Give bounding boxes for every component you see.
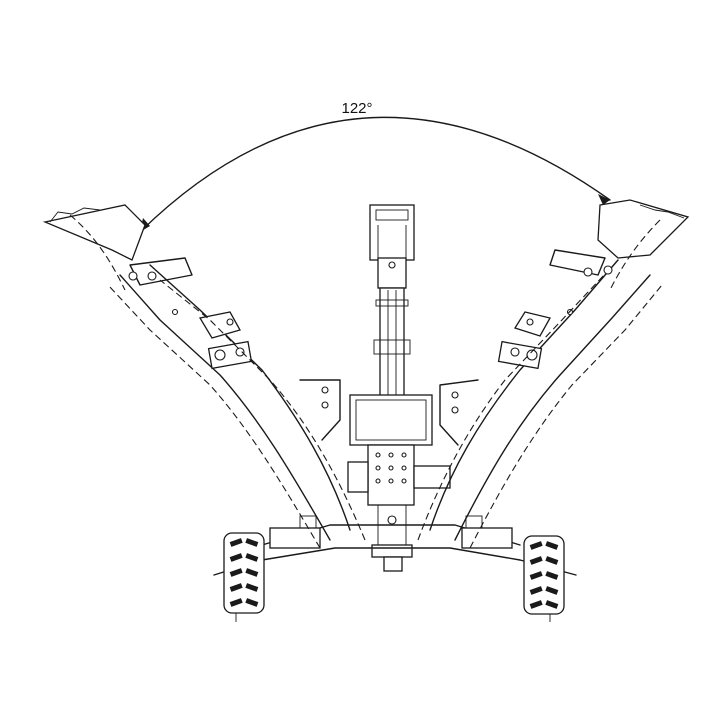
center-body (347, 394, 451, 572)
left-wheel (223, 532, 265, 614)
right-wheel (523, 535, 565, 615)
body-bolt-pattern (375, 452, 407, 484)
arc-arrow-right (598, 194, 610, 205)
swing-angle-label: 122° (341, 100, 373, 117)
right-boom-dashed (417, 219, 663, 549)
center-boom (369, 204, 415, 399)
right-boom-solid (429, 199, 690, 541)
left-boom-solid (42, 204, 351, 541)
left-boom-dashed (69, 214, 366, 549)
base-frame (213, 515, 577, 622)
